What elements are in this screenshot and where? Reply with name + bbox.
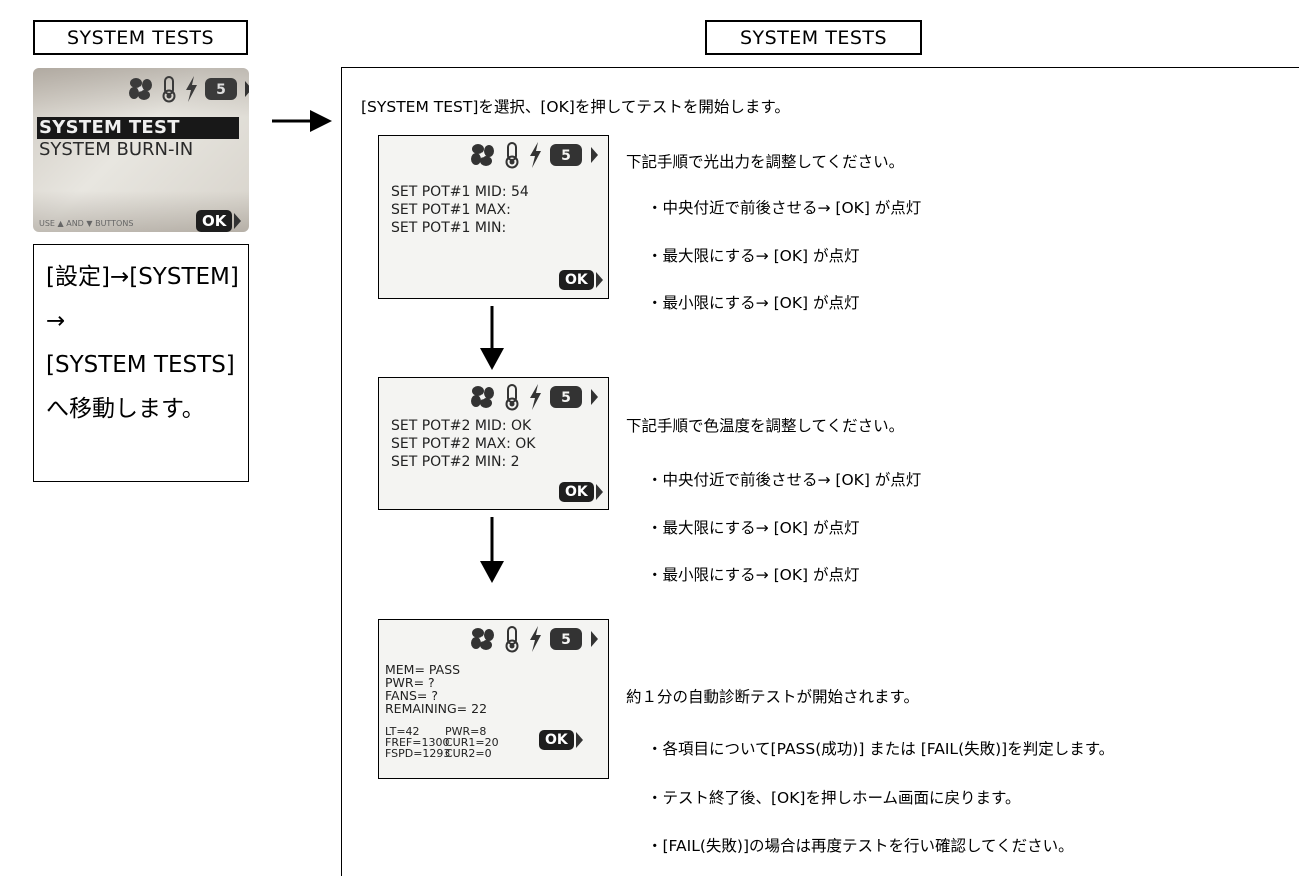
screen2-ok-button[interactable]: OK xyxy=(559,482,603,502)
svg-text:5: 5 xyxy=(561,148,571,164)
fan-icon xyxy=(129,78,152,100)
section1-heading: 下記手順で光出力を調整してください。 xyxy=(626,153,905,171)
menu-hint: USE ▲ AND ▼ BUTTONS xyxy=(39,219,134,228)
screen3-stat-pwr: PWR=8 xyxy=(445,725,487,738)
right-arrow-icon xyxy=(591,631,598,647)
screen3-line-4: REMAINING= 22 xyxy=(385,701,488,716)
ok-arrow-icon xyxy=(575,732,583,748)
screen1-line-1: SET POT#1 MID: 54 xyxy=(391,184,529,200)
exit-icon: 5 xyxy=(205,78,237,100)
exit-icon: 5 xyxy=(550,386,582,408)
thermometer-icon xyxy=(505,142,519,169)
svg-text:5: 5 xyxy=(561,632,571,648)
section3-heading: 約１分の自動診断テストが開始されます。 xyxy=(626,688,919,706)
fan-icon xyxy=(471,386,494,408)
intro-text: [SYSTEM TEST]を選択、[OK]を押してテストを開始します。 xyxy=(361,98,790,116)
ok-arrow-icon xyxy=(595,484,603,500)
lcd-screen-2: 5 SET POT#2 MID: OK SET POT#2 MAX: OK SE… xyxy=(378,377,609,510)
screen3-icon-row: 5 xyxy=(469,624,598,654)
section2-step-2: ・最大限にする→ [OK] が点灯 xyxy=(647,519,860,537)
section2-heading: 下記手順で色温度を調整してください。 xyxy=(626,417,905,435)
screen3-line-3: FANS= ? xyxy=(385,688,438,703)
section2-step-1: ・中央付近で前後させる→ [OK] が点灯 xyxy=(647,471,922,489)
screen3-stat-cur2: CUR2=0 xyxy=(445,747,492,760)
thermometer-icon xyxy=(505,384,519,411)
main-panel xyxy=(341,67,1299,876)
lightning-icon xyxy=(530,384,541,410)
screen1-icon-row: 5 xyxy=(469,140,598,170)
section1-step-1: ・中央付近で前後させる→ [OK] が点灯 xyxy=(647,199,922,217)
instruction-line-1: [設定]→[SYSTEM] xyxy=(46,264,239,290)
screen2-line-1: SET POT#2 MID: OK xyxy=(391,418,532,434)
section1-step-2: ・最大限にする→ [OK] が点灯 xyxy=(647,247,860,265)
right-arrow-icon xyxy=(591,147,598,163)
right-arrow-icon xyxy=(591,389,598,405)
screen1-ok-button[interactable]: OK xyxy=(559,270,603,290)
lightning-icon xyxy=(186,76,197,102)
right-title: SYSTEM TESTS xyxy=(705,20,922,55)
svg-text:5: 5 xyxy=(216,82,226,98)
fan-icon xyxy=(471,144,494,166)
screen3-stat-fref: FREF=1300 xyxy=(385,736,450,749)
device-menu-photo: 5 SYSTEM TEST SYSTEM BURN-IN USE ▲ AND ▼… xyxy=(33,68,249,232)
thermometer-icon xyxy=(162,76,176,103)
menu-item-burn-in[interactable]: SYSTEM BURN-IN xyxy=(39,139,194,160)
instruction-line-3: [SYSTEM TESTS] xyxy=(46,352,235,378)
screen2-icon-row: 5 xyxy=(469,382,598,412)
fan-icon xyxy=(471,628,494,650)
section3-step-2: ・テスト終了後、[OK]を押しホーム画面に戻ります。 xyxy=(647,789,1021,807)
screen3-ok-button[interactable]: OK xyxy=(539,730,583,750)
left-title: SYSTEM TESTS xyxy=(33,20,248,55)
lightning-icon xyxy=(530,142,541,168)
down-arrow-2 xyxy=(480,517,504,583)
down-arrow-1 xyxy=(480,306,504,370)
screen3-stat-lt: LT=42 xyxy=(385,725,420,738)
svg-text:5: 5 xyxy=(561,390,571,406)
screen2-line-2: SET POT#2 MAX: OK xyxy=(391,436,536,452)
section3-step-3: ・[FAIL(失敗)]の場合は再度テストを行い確認してください。 xyxy=(647,837,1074,855)
ok-arrow-icon xyxy=(234,213,242,229)
exit-icon: 5 xyxy=(550,628,582,650)
menu-item-selected[interactable]: SYSTEM TEST xyxy=(37,117,239,139)
screen3-stat-cur1: CUR1=20 xyxy=(445,736,499,749)
lcd-screen-1: 5 SET POT#1 MID: 54 SET POT#1 MAX: SET P… xyxy=(378,135,609,299)
right-arrow xyxy=(272,110,332,132)
screen1-line-3: SET POT#1 MIN: xyxy=(391,220,507,236)
exit-icon: 5 xyxy=(550,144,582,166)
photo-icon-row: 5 xyxy=(127,74,249,104)
lightning-icon xyxy=(530,626,541,652)
lcd-screen-3: 5 MEM= PASS PWR= ? FANS= ? REMAINING= 22… xyxy=(378,619,609,779)
section2-step-3: ・最小限にする→ [OK] が点灯 xyxy=(647,566,860,584)
instruction-box: [設定]→[SYSTEM] → [SYSTEM TESTS] へ移動します。 xyxy=(33,244,249,482)
section3-step-1: ・各項目について[PASS(成功)] または [FAIL(失敗)]を判定します。 xyxy=(647,740,1115,758)
right-arrow-icon xyxy=(245,81,249,97)
screen2-line-3: SET POT#2 MIN: 2 xyxy=(391,454,520,470)
screen3-line-2: PWR= ? xyxy=(385,675,435,690)
screen1-line-2: SET POT#1 MAX: xyxy=(391,202,511,218)
instruction-line-4: へ移動します。 xyxy=(46,396,205,422)
thermometer-icon xyxy=(505,626,519,653)
screen3-line-1: MEM= PASS xyxy=(385,662,461,677)
screen3-stat-fspd: FSPD=1293 xyxy=(385,747,451,760)
ok-arrow-icon xyxy=(595,272,603,288)
photo-ok-button[interactable]: OK xyxy=(196,210,242,232)
section1-step-3: ・最小限にする→ [OK] が点灯 xyxy=(647,294,860,312)
instruction-line-2: → xyxy=(46,308,66,334)
